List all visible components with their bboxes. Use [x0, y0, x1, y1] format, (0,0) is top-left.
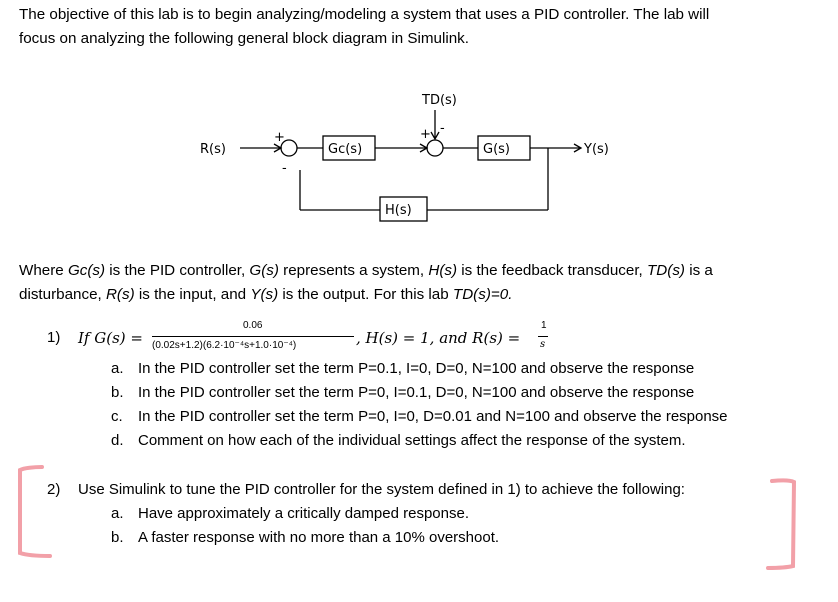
q1-item-a-text: In the PID controller set the term P=0.1…	[138, 360, 695, 377]
input-fraction-bar	[538, 336, 548, 337]
q1-item-b-text: In the PID controller set the term P=0, …	[138, 384, 695, 401]
q1-item-d-text: Comment on how each of the individual se…	[138, 432, 686, 449]
question-2-text: Use Simulink to tune the PID controller …	[78, 481, 685, 498]
right-bracket	[766, 478, 797, 570]
output-label: Y(s)	[583, 142, 609, 157]
feedback-block	[379, 196, 428, 222]
question-1-lead: If G(s) =	[78, 329, 143, 347]
controller-label: Gc(s)	[328, 142, 362, 157]
feedback-label: H(s)	[385, 203, 412, 218]
q2-item-b-letter: b.	[111, 529, 124, 546]
intro-line-1: The objective of this lab is to begin an…	[19, 6, 710, 23]
description-line-1: Where Gc(s) is the PID controller, G(s) …	[19, 262, 713, 279]
input-label: R(s)	[200, 142, 226, 157]
left-bracket	[18, 465, 52, 558]
question-2-number: 2)	[47, 481, 61, 498]
sum2-minus-sign: -	[440, 121, 445, 136]
input-denominator: s	[540, 339, 546, 350]
q1-item-a-letter: a.	[111, 360, 124, 377]
q1-item-c-text: In the PID controller set the term P=0, …	[138, 408, 728, 425]
q2-item-a-letter: a.	[111, 505, 124, 522]
sum1-plus-sign: +	[274, 130, 285, 145]
input-numerator: 1	[541, 320, 547, 331]
q2-item-b-text: A faster response with no more than a 10…	[138, 529, 500, 546]
fraction-bar	[152, 336, 354, 337]
question-1-tail: , H(s) = 1, and R(s) =	[356, 329, 521, 347]
intro-line-2: focus on analyzing the following general…	[19, 30, 469, 47]
question-1-number: 1)	[47, 329, 61, 346]
sum2-plus-sign: +	[420, 127, 431, 142]
q1-item-b-letter: b.	[111, 384, 124, 401]
q2-item-a-text: Have approximately a critically damped r…	[138, 505, 469, 522]
transfer-function-numerator: 0.06	[243, 320, 263, 331]
q1-item-c-letter: c.	[111, 408, 123, 425]
transfer-function-denominator: (0.02s+1.2)(6.2·10⁻⁴s+1.0·10⁻⁴)	[152, 340, 297, 351]
disturbance-label: TD(s)	[421, 93, 457, 108]
plant-label: G(s)	[483, 142, 510, 157]
sum1-minus-sign: -	[282, 161, 287, 176]
q1-item-d-letter: d.	[111, 432, 124, 449]
description-line-2: disturbance, R(s) is the input, and Y(s)…	[19, 286, 513, 303]
